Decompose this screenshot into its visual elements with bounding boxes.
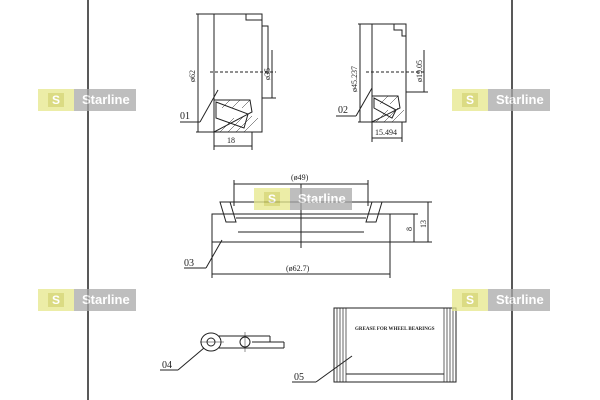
starline-watermark: S Starline [452, 289, 550, 311]
part-03-outer-diameter: (ø62.7) [286, 264, 310, 273]
starline-watermark-text: Starline [488, 289, 550, 311]
part-01-inner-diameter: ø35 [263, 68, 272, 80]
part-01-label: 01 [180, 111, 190, 122]
part-03-height-outer: 13 [419, 220, 428, 228]
part-02-width: 15.494 [375, 128, 397, 137]
starline-watermark: S Starline [38, 289, 136, 311]
part-03-height-inner: 8 [405, 227, 414, 231]
starline-logo-icon: S [48, 93, 64, 107]
starline-watermark: S Starline [452, 89, 550, 111]
starline-watermark: S Starline [38, 89, 136, 111]
starline-watermark-text: Starline [74, 89, 136, 111]
part-03-inner-diameter: (ø49) [291, 173, 309, 182]
part-01-bearing [180, 13, 276, 150]
part-02-label: 02 [338, 105, 348, 116]
starline-watermark-text: Starline [488, 89, 550, 111]
part-02-bearing [336, 23, 428, 142]
starline-watermark-text: Starline [290, 188, 352, 210]
starline-logo-icon: S [462, 93, 478, 107]
starline-watermark: S Starline [254, 188, 352, 210]
part-02-inner-diameter: ø19.05 [415, 60, 424, 82]
part-02-outer-diameter: ø45.237 [350, 66, 359, 92]
part-04-cotter-pin [160, 332, 285, 371]
starline-logo-icon: S [48, 293, 64, 307]
starline-logo-icon: S [462, 293, 478, 307]
grease-label-text: GREASE FOR WHEEL BEARINGS [355, 327, 435, 332]
part-01-outer-diameter: ø62 [188, 70, 197, 82]
starline-watermark-text: Starline [74, 289, 136, 311]
part-04-label: 04 [162, 360, 172, 371]
starline-logo-icon: S [264, 192, 280, 206]
part-01-width: 18 [227, 136, 235, 145]
part-03-label: 03 [184, 258, 194, 269]
part-03-seal [184, 180, 432, 278]
part-05-grease [292, 307, 457, 383]
part-05-label: 05 [294, 372, 304, 383]
